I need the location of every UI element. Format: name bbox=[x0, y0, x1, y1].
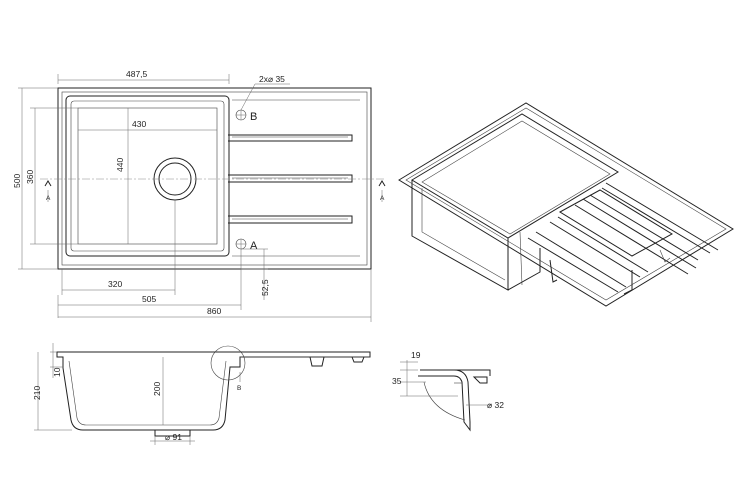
label-a: A bbox=[250, 240, 258, 252]
dim-487: 487,5 bbox=[126, 69, 148, 79]
iso-top-rim bbox=[398, 102, 734, 307]
dim-91: ⌀ 91 bbox=[165, 432, 182, 442]
dim-210: 210 bbox=[32, 386, 42, 400]
dim-320: 320 bbox=[108, 279, 122, 289]
drainboard-grooves bbox=[228, 99, 360, 257]
detail-profile bbox=[418, 369, 471, 432]
top-view: A A 487,5 2x⌀ 35 B A 430 440 360 500 320… bbox=[12, 69, 386, 322]
iso-view bbox=[398, 102, 734, 307]
dim-holes: 2x⌀ 35 bbox=[259, 74, 285, 84]
dim-52: 52,5 bbox=[260, 279, 270, 296]
dim-440: 440 bbox=[115, 158, 125, 172]
dim-200: 200 bbox=[152, 382, 162, 396]
section-a-right: A bbox=[380, 195, 385, 202]
dim-505: 505 bbox=[142, 294, 156, 304]
detail-label-b: B bbox=[237, 385, 241, 392]
dim-35: 35 bbox=[392, 376, 402, 386]
dim-32: ⌀ 32 bbox=[487, 400, 504, 410]
detail-view: 19 35 ⌀ 32 bbox=[392, 350, 504, 432]
dim-430: 430 bbox=[132, 119, 146, 129]
dim-860: 860 bbox=[207, 306, 221, 316]
dim-500: 500 bbox=[12, 174, 22, 188]
label-b: B bbox=[250, 111, 257, 123]
drain-outer bbox=[153, 157, 197, 201]
bowl-rim bbox=[65, 95, 230, 257]
section-a-left: A bbox=[46, 195, 51, 202]
dim-10: 10 bbox=[52, 367, 62, 377]
dim-19: 19 bbox=[411, 350, 421, 360]
side-view: B 10 210 200 ⌀ 91 bbox=[32, 343, 371, 445]
iso-bowl-opening bbox=[411, 113, 619, 239]
dim-360: 360 bbox=[25, 170, 35, 184]
sink-outline bbox=[57, 87, 372, 270]
side-section-outline bbox=[56, 351, 371, 431]
detail-circle-b bbox=[210, 345, 246, 381]
